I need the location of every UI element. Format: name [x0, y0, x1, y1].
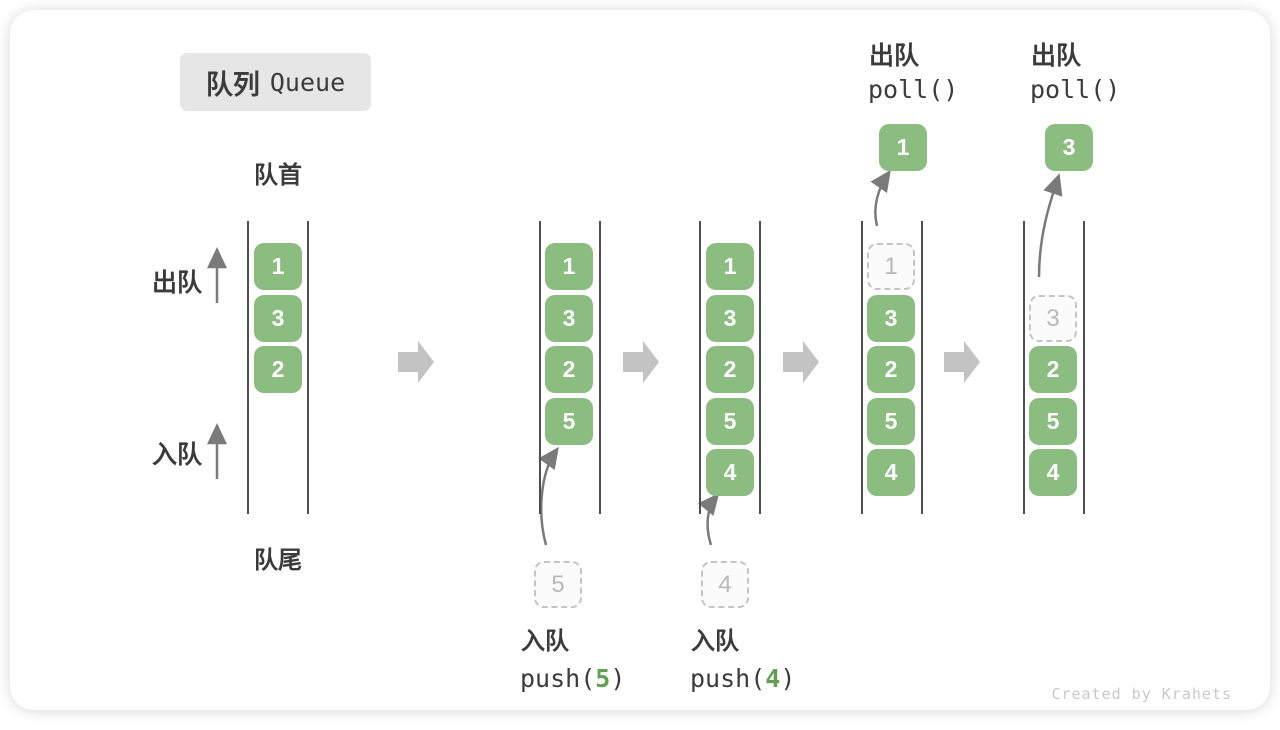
right-block-arrow-icon	[944, 341, 980, 383]
queue-cell: 3	[254, 295, 302, 342]
queue-cell: 5	[706, 398, 754, 445]
watermark: Created by Krahets	[1051, 685, 1232, 703]
dequeue-op-code: poll()	[1030, 75, 1121, 104]
incoming-cell: 5	[534, 561, 582, 608]
code-text: )	[780, 664, 796, 693]
enqueue-op-code: push(5)	[520, 665, 625, 693]
queue-cell: 4	[706, 449, 754, 496]
polled-cell: 3	[1045, 124, 1093, 171]
code-arg: 4	[765, 664, 781, 693]
enqueue-op-code: push(4)	[690, 665, 795, 693]
polled-cell: 1	[879, 124, 927, 171]
dequeue-op-label: 出队	[1031, 42, 1082, 70]
queue-rear-label: 队尾	[254, 547, 302, 574]
right-block-arrow-icon	[783, 341, 819, 383]
queue-cell: 5	[545, 398, 593, 445]
title-badge: 队列 Queue	[180, 53, 371, 111]
queue-cell: 2	[545, 346, 593, 393]
code-text: )	[610, 664, 626, 693]
queue-cell: 5	[867, 398, 915, 445]
queue-cell: 5	[1029, 398, 1077, 445]
code-arg: 5	[595, 664, 611, 693]
queue-channel-3	[699, 221, 761, 514]
removed-cell: 1	[867, 243, 915, 290]
queue-cell: 2	[254, 346, 302, 393]
queue-cell: 2	[1029, 346, 1077, 393]
dequeue-op-label: 出队	[869, 42, 920, 70]
arrows-layer	[207, 169, 1063, 546]
enqueue-op-label: 入队	[521, 628, 569, 655]
queue-cell: 1	[545, 243, 593, 290]
queue-cell: 1	[254, 243, 302, 290]
title-zh: 队列	[205, 69, 260, 100]
queue-cell: 3	[545, 295, 593, 342]
removed-cell: 3	[1029, 295, 1077, 342]
queue-cell: 3	[706, 295, 754, 342]
queue-channel-5	[1023, 221, 1085, 514]
dequeue-side-label: 出队	[152, 269, 203, 297]
queue-cell: 2	[706, 346, 754, 393]
enqueue-side-label: 入队	[152, 441, 203, 469]
right-block-arrow-icon	[398, 341, 434, 383]
dequeue-arrow-icon	[870, 169, 891, 227]
queue-cell: 2	[867, 346, 915, 393]
dequeue-op-code: poll()	[868, 75, 959, 104]
queue-cell: 3	[867, 295, 915, 342]
incoming-cell: 4	[701, 561, 749, 608]
queue-cell: 1	[706, 243, 754, 290]
queue-front-label: 队首	[254, 162, 302, 189]
code-text: push(	[690, 664, 766, 693]
enqueue-op-label: 入队	[691, 628, 739, 655]
queue-cell: 4	[1029, 449, 1077, 496]
queue-channel-4	[861, 221, 923, 514]
title-en: Queue	[269, 67, 346, 97]
code-text: push(	[520, 664, 596, 693]
queue-channel-2	[539, 221, 601, 514]
right-block-arrow-icon	[623, 341, 659, 383]
queue-cell: 4	[867, 449, 915, 496]
diagram-card: 队列 Queue 队首 队尾 出队 入队	[10, 10, 1270, 710]
queue-channel-1	[247, 221, 309, 514]
